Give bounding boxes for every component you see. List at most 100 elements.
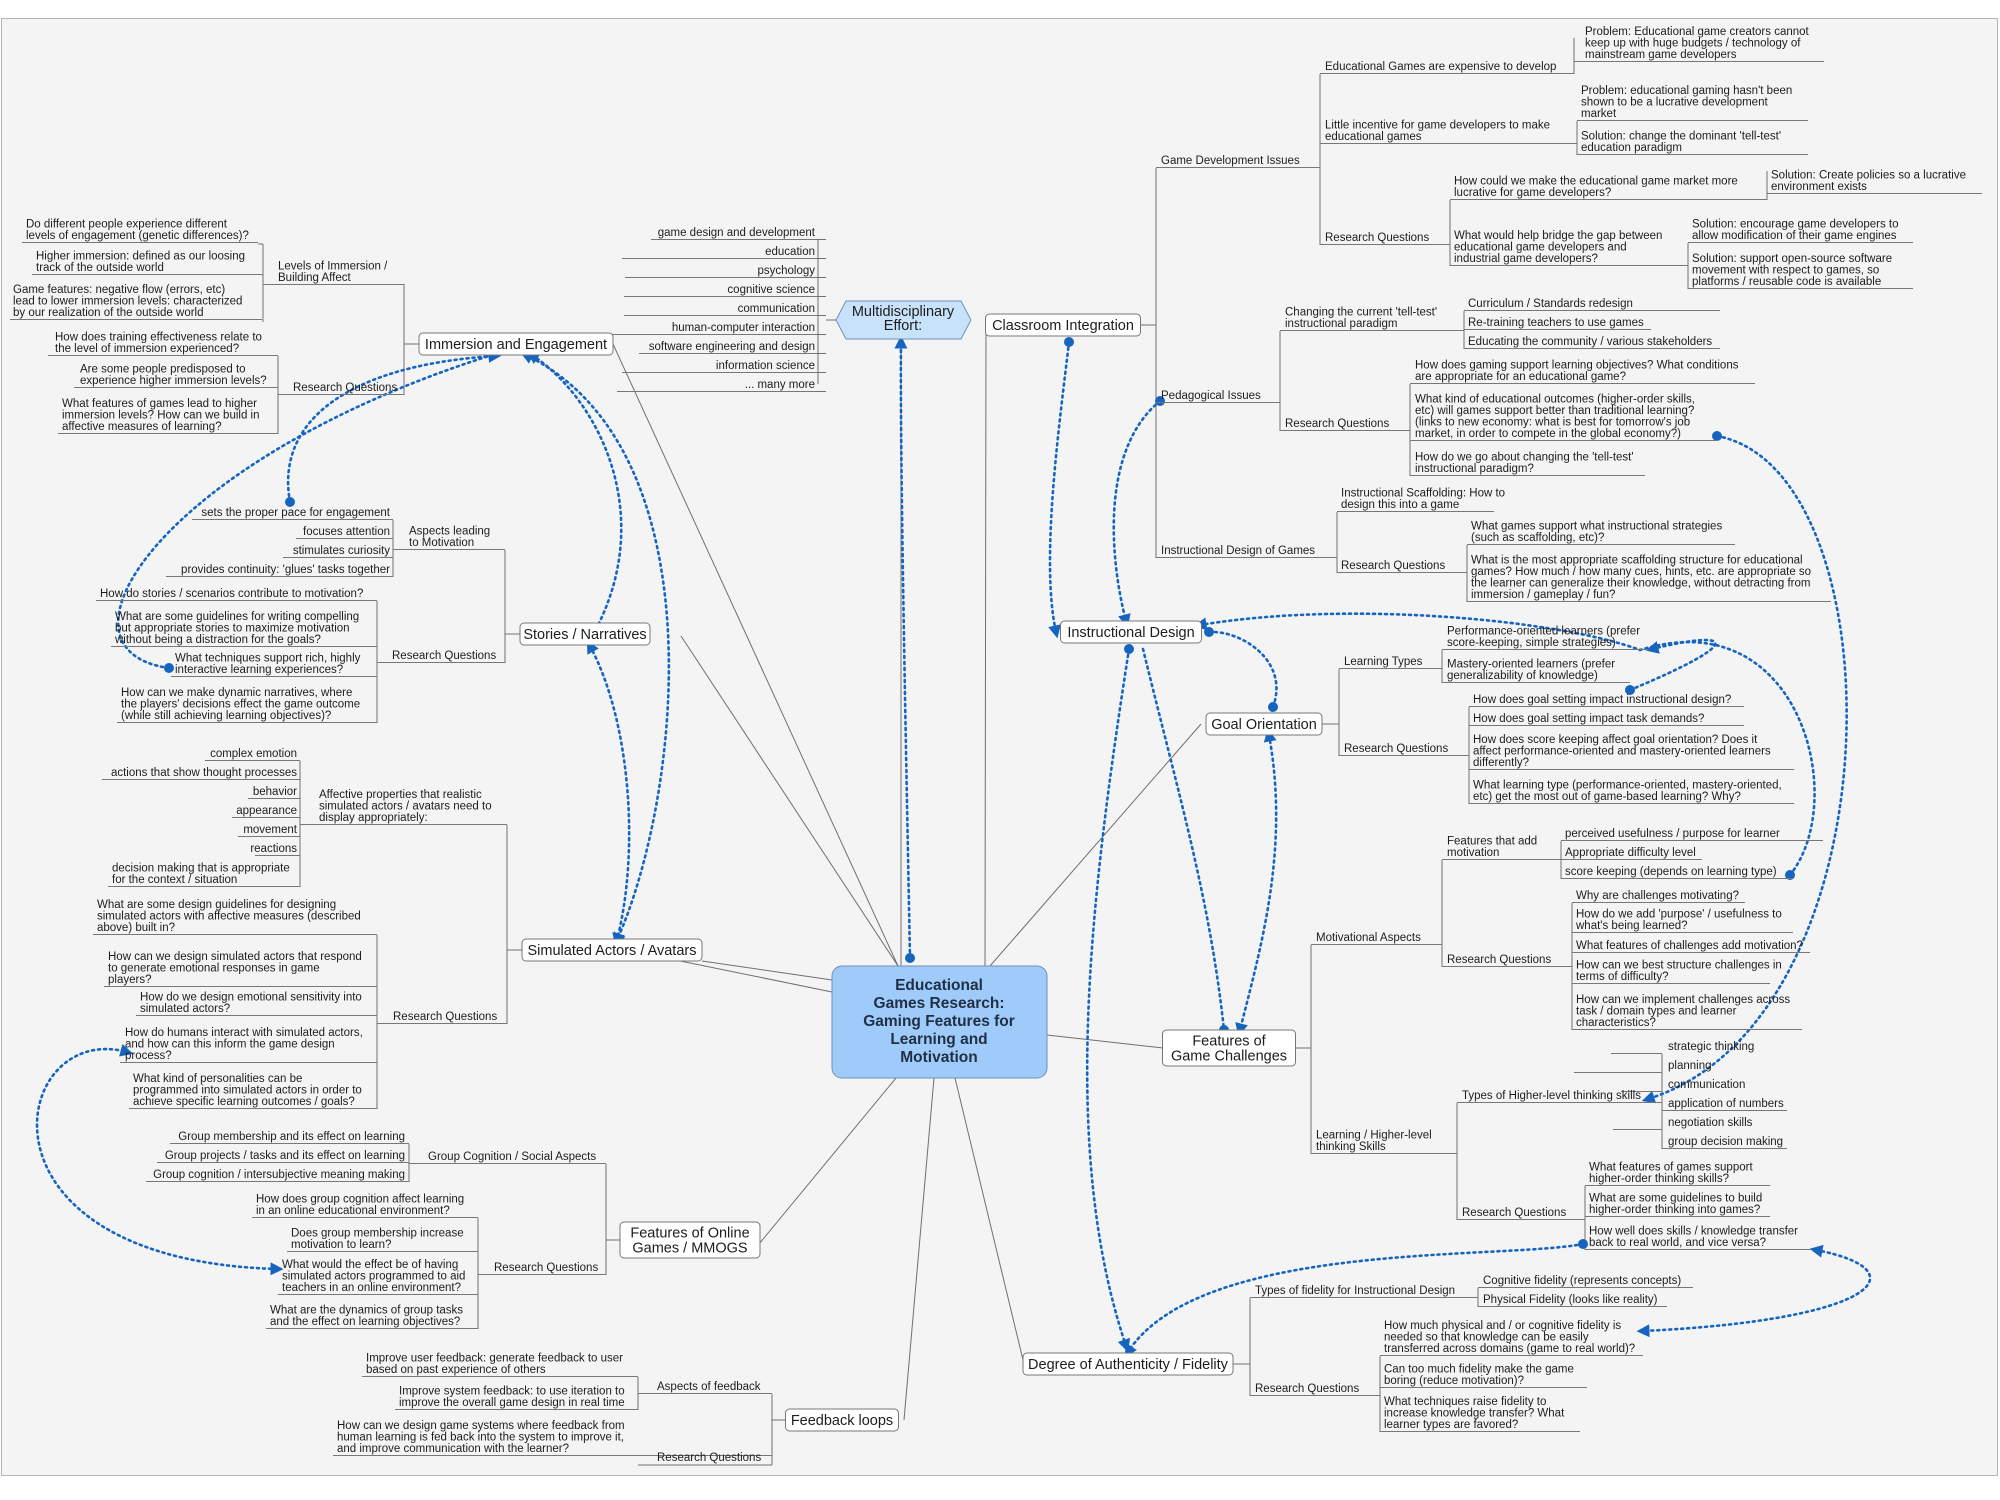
- goal-question[interactable]: What learning type (performance-oriented…: [1469, 780, 1794, 804]
- thinking-rq-label[interactable]: Research Questions: [1457, 1207, 1585, 1220]
- game-dev-issues-label[interactable]: Game Development Issues: [1156, 155, 1320, 168]
- fidelity-type[interactable]: Physical Fidelity (looks like reality): [1478, 1294, 1667, 1307]
- feedback-aspects-label[interactable]: Aspects of feedback: [638, 1381, 772, 1394]
- story-rq-label[interactable]: Research Questions: [377, 650, 505, 663]
- immersion-levels-label[interactable]: Levels of Immersion /Building Affect: [263, 261, 404, 285]
- goal-question[interactable]: How does score keeping affect goal orien…: [1469, 734, 1794, 770]
- topic-instructional[interactable]: Instructional Design: [1060, 620, 1202, 644]
- thinking-skill[interactable]: communication: [1621, 1079, 1745, 1092]
- group-label[interactable]: Group Cognition / Social Aspects: [409, 1151, 606, 1164]
- actor-question[interactable]: How do humans interact with simulated ac…: [120, 1027, 377, 1063]
- motivation-aspect[interactable]: provides continuity: 'glues' tasks toget…: [166, 564, 393, 577]
- topic-actors[interactable]: Simulated Actors / Avatars: [521, 938, 703, 962]
- goal-question[interactable]: How does goal setting impact instruction…: [1469, 694, 1744, 707]
- group-aspect[interactable]: Group projects / tasks and its effect on…: [157, 1150, 409, 1163]
- affective-property[interactable]: reactions: [250, 843, 300, 856]
- paradigm-item[interactable]: Educating the community / various stakeh…: [1464, 336, 1720, 349]
- motivation-feature[interactable]: perceived usefulness / purpose for learn…: [1561, 828, 1823, 841]
- feedback-rq-label[interactable]: Research Questions: [657, 1452, 772, 1465]
- motivation-aspect[interactable]: focuses attention: [296, 526, 393, 539]
- online-question[interactable]: How does group cognition affect learning…: [252, 1194, 478, 1218]
- fidelity-types-label[interactable]: Types of fidelity for Instructional Desi…: [1250, 1285, 1478, 1298]
- story-question[interactable]: How do stories / scenarios contribute to…: [96, 588, 377, 601]
- pedagogy-rq-label[interactable]: Research Questions: [1280, 418, 1410, 431]
- solution-note[interactable]: Solution: Create policies so a lucrative…: [1767, 170, 1982, 194]
- motivation-aspect[interactable]: sets the proper pace for engagement: [192, 507, 393, 520]
- topic-immersion[interactable]: Immersion and Engagement: [418, 332, 614, 356]
- instructional-design-games-label[interactable]: Instructional Design of Games: [1156, 545, 1337, 558]
- affective-property[interactable]: complex emotion: [205, 748, 300, 761]
- immersion-level-item[interactable]: Higher immersion: defined as our loosing…: [32, 251, 262, 275]
- topic-stories[interactable]: Stories / Narratives: [519, 622, 651, 646]
- learning-types-label[interactable]: Learning Types: [1339, 656, 1442, 669]
- group-aspect[interactable]: Group cognition / intersubjective meanin…: [146, 1169, 409, 1182]
- motivation-rq-label[interactable]: Research Questions: [1442, 954, 1572, 967]
- goal-question[interactable]: How does goal setting impact task demand…: [1469, 713, 1744, 726]
- discipline-item[interactable]: game design and development: [651, 227, 818, 240]
- gdi-rq-label[interactable]: Research Questions: [1320, 232, 1450, 245]
- idg-rq-label[interactable]: Research Questions: [1337, 560, 1467, 573]
- pedagogical-issues-label[interactable]: Pedagogical Issues: [1156, 390, 1280, 403]
- motivation-question[interactable]: What features of challenges add motivati…: [1572, 940, 1810, 953]
- idg-question[interactable]: What games support what instructional st…: [1467, 521, 1735, 545]
- affective-property[interactable]: behavior: [248, 786, 300, 799]
- feedback-aspect[interactable]: Improve system feedback: to use iteratio…: [395, 1386, 638, 1410]
- topic-authenticity[interactable]: Degree of Authenticity / Fidelity: [1022, 1352, 1234, 1376]
- actor-rq-label[interactable]: Research Questions: [377, 1011, 507, 1024]
- issue-item[interactable]: Educational Games are expensive to devel…: [1320, 61, 1574, 74]
- feedback-aspect[interactable]: Improve user feedback: generate feedback…: [362, 1353, 638, 1377]
- fidelity-type[interactable]: Cognitive fidelity (represents concepts): [1478, 1275, 1693, 1288]
- paradigm-item[interactable]: Curriculum / Standards redesign: [1464, 298, 1720, 311]
- paradigm-item[interactable]: Re-training teachers to use games: [1464, 317, 1651, 330]
- paradigm-label[interactable]: Changing the current 'tell-test'instruct…: [1280, 307, 1464, 331]
- issue-item[interactable]: Little incentive for game developers to …: [1320, 120, 1577, 144]
- discipline-item[interactable]: education: [622, 246, 818, 259]
- discipline-item[interactable]: psychology: [625, 265, 818, 278]
- fidelity-rq-label[interactable]: Research Questions: [1250, 1383, 1380, 1396]
- motivation-feature[interactable]: score keeping (depends on learning type): [1561, 866, 1793, 879]
- pedagogy-question[interactable]: What kind of educational outcomes (highe…: [1410, 394, 1718, 441]
- motivation-feature[interactable]: Appropriate difficulty level: [1561, 847, 1702, 860]
- discipline-item[interactable]: ... many more: [617, 379, 818, 392]
- affective-property[interactable]: actions that show thought processes: [102, 767, 300, 780]
- topic-goal[interactable]: Goal Orientation: [1205, 712, 1323, 736]
- affective-property[interactable]: appearance: [232, 805, 300, 818]
- motivational-aspects-label[interactable]: Motivational Aspects: [1311, 932, 1442, 945]
- actor-question[interactable]: How can we design simulated actors that …: [104, 951, 377, 987]
- fidelity-question[interactable]: How much physical and / or cognitive fid…: [1380, 1320, 1643, 1356]
- discipline-item[interactable]: communication: [624, 303, 818, 316]
- immersion-level-item[interactable]: Game features: negative flow (errors, et…: [10, 284, 262, 320]
- discipline-item[interactable]: cognitive science: [624, 284, 818, 297]
- idg-question[interactable]: What is the most appropriate scaffolding…: [1467, 555, 1831, 602]
- discipline-item[interactable]: human-computer interaction: [610, 322, 818, 335]
- topic-feedback[interactable]: Feedback loops: [785, 1408, 899, 1432]
- discipline-item[interactable]: information science: [622, 360, 818, 373]
- thinking-skill[interactable]: group decision making: [1662, 1136, 1787, 1149]
- story-question[interactable]: What are some guidelines for writing com…: [111, 611, 377, 647]
- actor-question[interactable]: How do we design emotional sensitivity i…: [136, 992, 377, 1016]
- pedagogy-question[interactable]: How does gaming support learning objecti…: [1410, 360, 1755, 384]
- thinking-skill[interactable]: negotiation skills: [1613, 1117, 1753, 1130]
- motivation-question[interactable]: Why are challenges motivating?: [1572, 890, 1745, 903]
- thinking-types-label[interactable]: Types of Higher-level thinking skills: [1457, 1090, 1662, 1103]
- thinking-skill[interactable]: application of numbers: [1662, 1098, 1787, 1111]
